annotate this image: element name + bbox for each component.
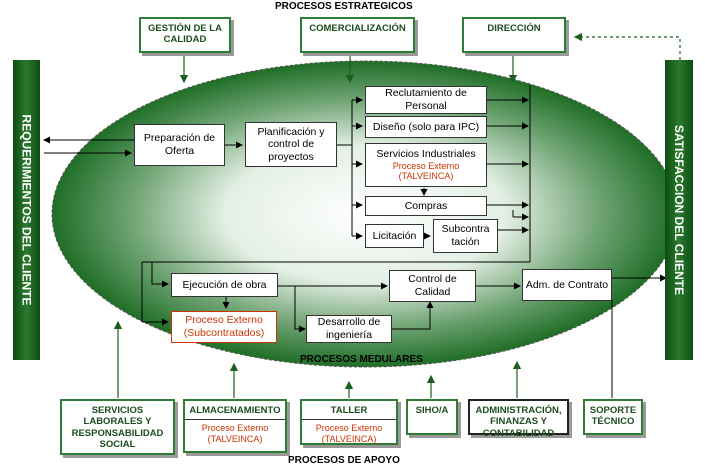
subcontracting-box: Subcontra tación (433, 219, 498, 253)
quality-management-label: GESTIÓN DE LA CALIDAD (148, 23, 222, 46)
labor-services-label: SERVICIOS LABORALES Y RESPONSABILIDAD SO… (71, 405, 164, 451)
support-header: PROCESOS DE APOYO (288, 455, 400, 466)
storage-divider (185, 419, 285, 421)
tender-box: Licitación (365, 224, 424, 248)
technical-support-label: SOPORTE TÉCNICO (589, 405, 637, 428)
workshop-box: TALLER Proceso Externo (TALVEINCA) (300, 399, 398, 445)
external-subcontracted-box: Proceso Externo (Subcontratados) (171, 311, 277, 343)
engineering-development-label: Desarrollo de ingeniería (317, 316, 381, 341)
storage-external-label: Proceso Externo (TALVEINCA) (201, 423, 269, 445)
tender-label: Licitación (372, 229, 417, 242)
strategic-header: PROCESOS ESTRATEGICOS (275, 1, 413, 12)
work-execution-label: Ejecución de obra (182, 278, 267, 291)
staff-recruitment-box: Reclutamiento de Personal (365, 86, 487, 114)
siho-box: SIHO/A (406, 399, 458, 435)
quality-control-box: Control de Calidad (389, 270, 476, 302)
storage-label: ALMACENAMIENTO (189, 405, 281, 416)
siho-label: SIHO/A (415, 405, 449, 416)
client-requirements-bar: REQUERIMIENTOS DEL CLIENTE (13, 60, 40, 360)
workshop-external-label: Proceso Externo (TALVEINCA) (315, 423, 383, 445)
technical-support-box: SOPORTE TÉCNICO (583, 399, 643, 435)
engineering-development-box: Desarrollo de ingeniería (306, 315, 392, 343)
direction-label: DIRECCIÓN (487, 23, 541, 34)
offer-preparation-label: Preparación de Oferta (143, 132, 216, 157)
staff-recruitment-label: Reclutamiento de Personal (385, 87, 467, 112)
workshop-divider (302, 419, 396, 421)
client-satisfaction-label: SATISFACCION DEL CLIENTE (672, 124, 687, 296)
project-planning-box: Planificación y control de proyectos (245, 122, 337, 167)
workshop-label: TALLER (330, 405, 368, 416)
quality-management-box: GESTIÓN DE LA CALIDAD (139, 17, 231, 53)
direction-box: DIRECCIÓN (462, 17, 566, 53)
administration-label: ADMINISTRACIÓN, FINANZAS Y CONTABILIDAD (475, 405, 562, 439)
administration-box: ADMINISTRACIÓN, FINANZAS Y CONTABILIDAD (468, 399, 569, 439)
project-planning-label: Planificación y control de proyectos (257, 125, 325, 163)
storage-box: ALMACENAMIENTO Proceso Externo (TALVEINC… (183, 399, 287, 453)
client-requirements-label: REQUERIMIENTOS DEL CLIENTE (19, 114, 34, 306)
commercialization-box: COMERCIALIZACIÓN (300, 17, 415, 53)
purchases-label: Compras (404, 199, 448, 212)
subcontracting-label: Subcontra tación (441, 223, 490, 248)
contract-administration-box: Adm. de Contrato (522, 269, 612, 301)
industrial-services-box: Servicios Industriales Proceso Externo (… (365, 143, 487, 187)
commercialization-label: COMERCIALIZACIÓN (309, 23, 406, 34)
labor-services-box: SERVICIOS LABORALES Y RESPONSABILIDAD SO… (60, 399, 175, 455)
purchases-box: Compras (365, 196, 487, 216)
industrial-services-label: Servicios Industriales (376, 147, 476, 160)
client-satisfaction-bar: SATISFACCION DEL CLIENTE (665, 60, 693, 360)
industrial-services-external-label: Proceso Externo (TALVEINCA) (392, 160, 460, 182)
external-subcontracted-label: Proceso Externo (Subcontratados) (183, 314, 265, 339)
core-header: PROCESOS MEDULARES (300, 354, 423, 365)
design-label: Diseño (solo para IPC) (372, 120, 480, 133)
offer-preparation-box: Preparación de Oferta (134, 124, 225, 166)
work-execution-box: Ejecución de obra (171, 273, 278, 297)
quality-control-label: Control de Calidad (408, 273, 457, 298)
design-box: Diseño (solo para IPC) (365, 116, 487, 138)
contract-administration-label: Adm. de Contrato (525, 278, 609, 291)
